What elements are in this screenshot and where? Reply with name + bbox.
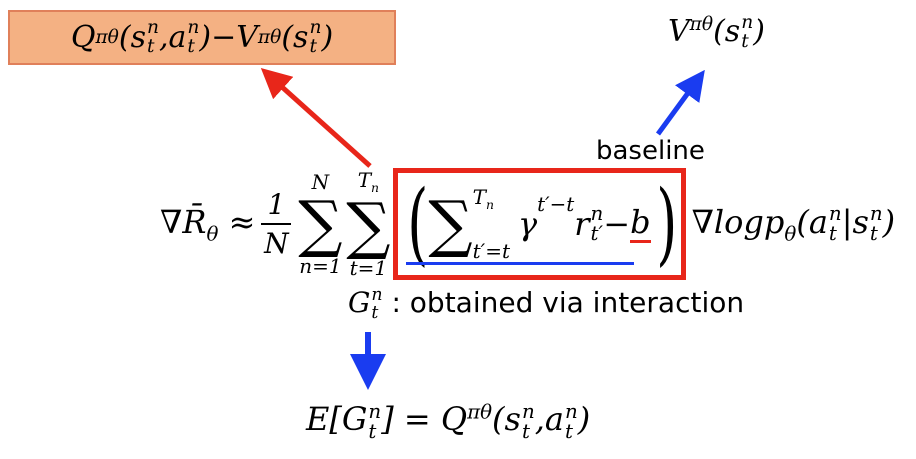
sum-over-n: N ∑ n=1 (298, 170, 343, 278)
red-arrow (260, 67, 372, 168)
left-paren: ( (407, 171, 429, 276)
baseline-b: b (630, 204, 651, 244)
baseline-label: baseline (596, 136, 705, 166)
blue-arrow-up (655, 69, 705, 136)
right-paren: ) (655, 171, 677, 276)
return-underline (406, 262, 635, 265)
sum-over-t: Tn ∑ t=1 (346, 168, 391, 280)
gradient-symbol: ∇R̄θ ≈ (160, 202, 256, 246)
